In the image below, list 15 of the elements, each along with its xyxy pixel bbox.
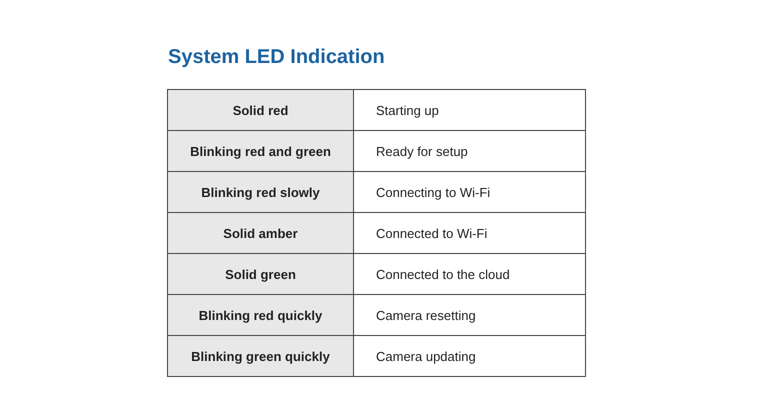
meaning-cell: Camera updating bbox=[354, 336, 586, 377]
led-state-cell: Solid red bbox=[168, 90, 354, 131]
led-state-cell: Blinking red slowly bbox=[168, 172, 354, 213]
led-state-cell: Solid amber bbox=[168, 213, 354, 254]
meaning-cell: Ready for setup bbox=[354, 131, 586, 172]
title: System LED Indication bbox=[168, 46, 385, 69]
meaning-cell: Connecting to Wi-Fi bbox=[354, 172, 586, 213]
led-state-cell: Solid green bbox=[168, 254, 354, 295]
meaning-cell: Starting up bbox=[354, 90, 586, 131]
meaning-cell: Camera resetting bbox=[354, 295, 586, 336]
meaning-cell: Connected to the cloud bbox=[354, 254, 586, 295]
meaning-cell: Connected to Wi-Fi bbox=[354, 213, 586, 254]
led-state-cell: Blinking red and green bbox=[168, 131, 354, 172]
led-state-cell: Blinking red quickly bbox=[168, 295, 354, 336]
led-state-cell: Blinking green quickly bbox=[168, 336, 354, 377]
